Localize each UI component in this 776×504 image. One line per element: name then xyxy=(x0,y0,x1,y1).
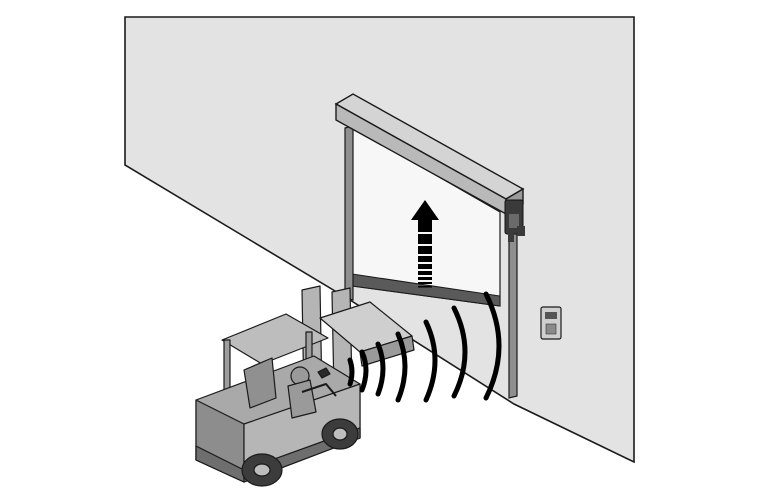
radio-wave-7 xyxy=(483,291,502,401)
remote-transmitter xyxy=(317,367,331,379)
left-guide-rail xyxy=(344,125,354,301)
radio-wave-2 xyxy=(359,349,369,393)
forklift-seat xyxy=(243,357,277,409)
up-arrow-icon xyxy=(411,200,439,288)
radio-wave-5 xyxy=(423,319,438,403)
wall-switch-icon xyxy=(540,306,562,340)
radio-wave-3 xyxy=(375,341,386,397)
roller-housing xyxy=(334,93,525,216)
radio-wave-1 xyxy=(347,357,355,387)
radio-wave-4 xyxy=(395,331,408,403)
radio-wave-icon xyxy=(347,291,502,403)
forklift-icon xyxy=(195,285,415,487)
radio-wave-6 xyxy=(451,305,468,399)
forklift-overhead-guard xyxy=(221,313,329,365)
door-motor xyxy=(504,199,525,242)
